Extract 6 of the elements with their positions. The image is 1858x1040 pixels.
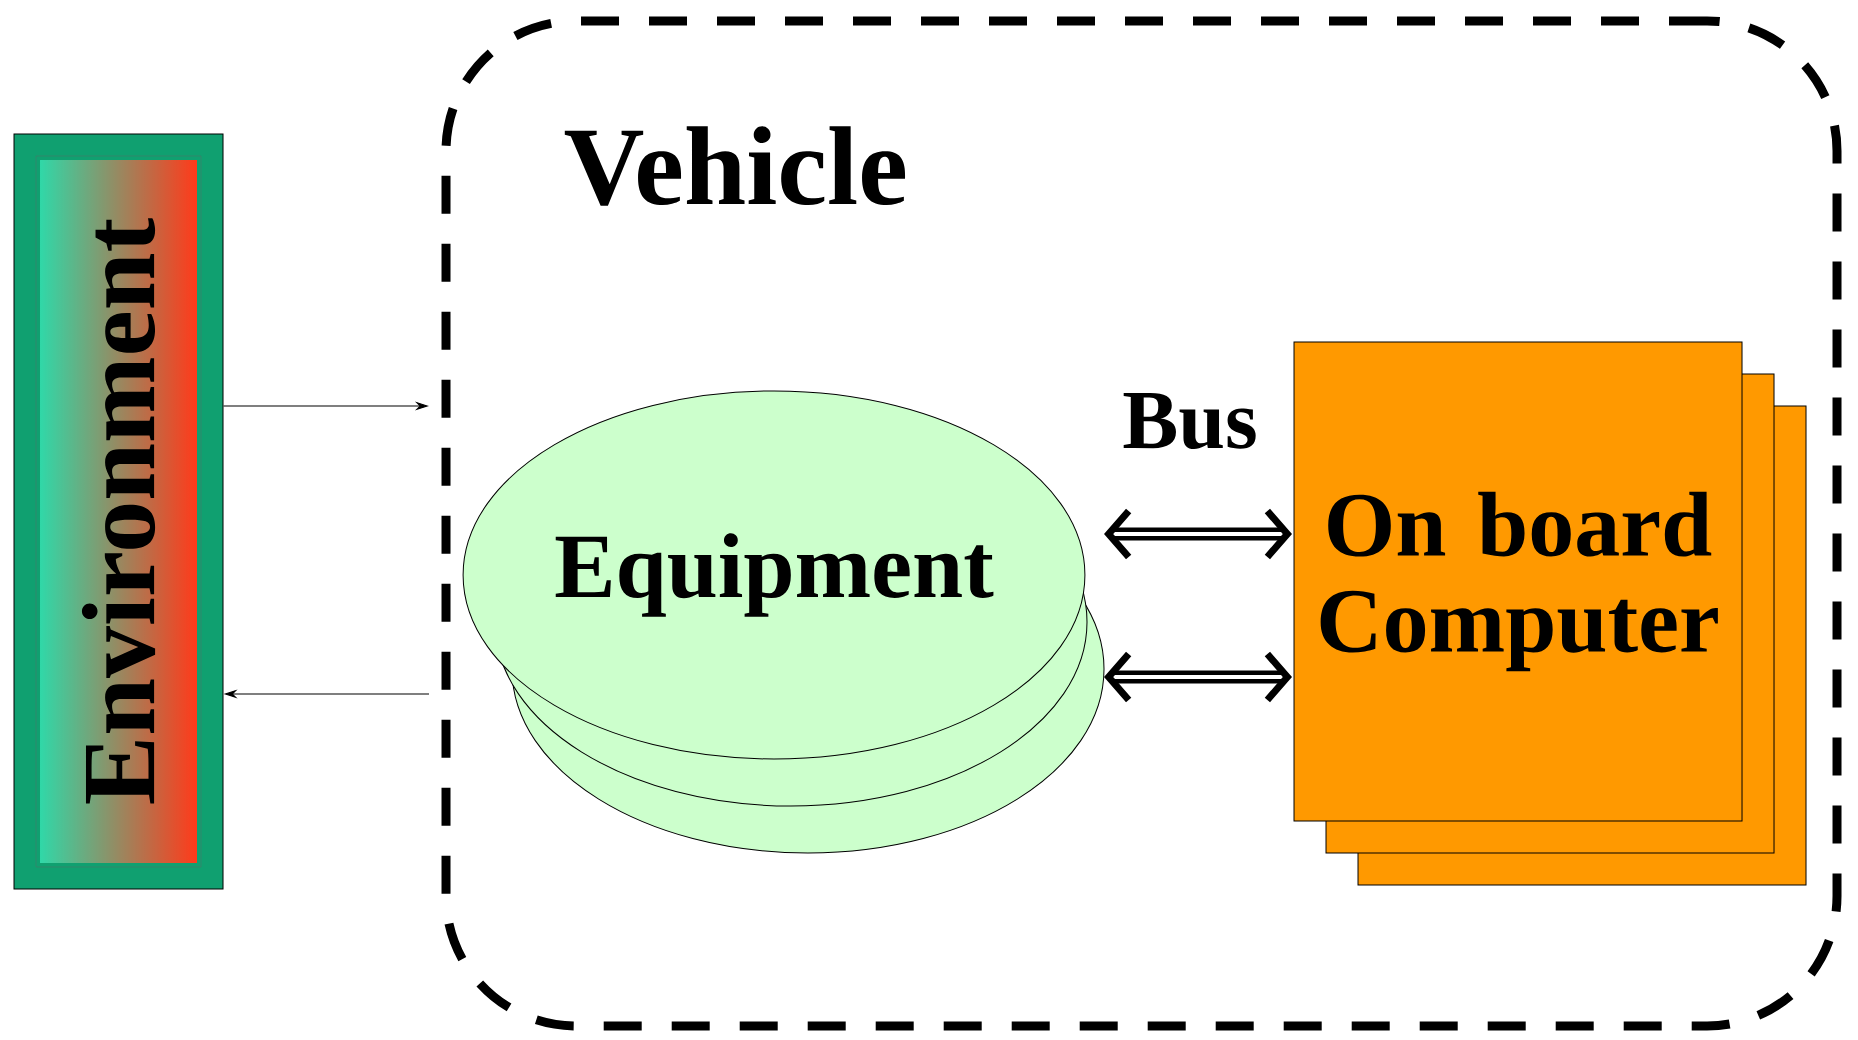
double-arrow — [1104, 508, 1292, 560]
computer-stack: On board Computer — [1293, 341, 1807, 886]
equipment-stack: Equipment — [462, 390, 1105, 854]
double-arrow — [1104, 651, 1292, 703]
environment-box: Environment — [13, 133, 224, 890]
edge-label: Bus — [1123, 392, 1256, 449]
